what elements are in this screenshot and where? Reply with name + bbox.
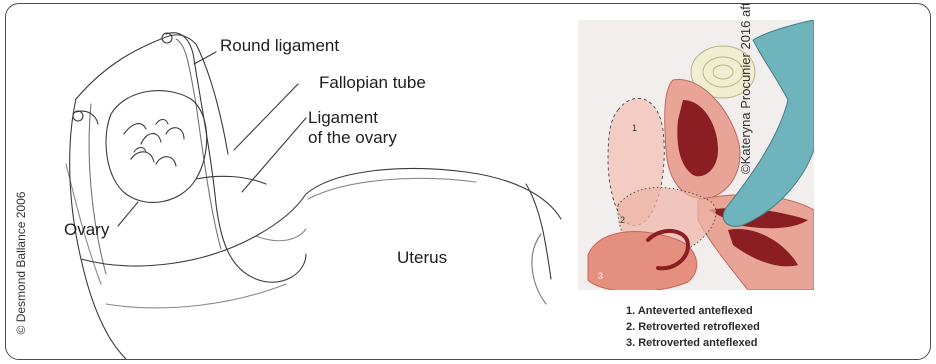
legend-item-3: 3. Retroverted anteflexed <box>626 335 760 351</box>
label-round-ligament: Round ligament <box>220 36 339 56</box>
figure-frame: Round ligament Fallopian tube Ligament o… <box>5 3 931 360</box>
label-ligament-line2: of the ovary <box>308 128 397 148</box>
label-ligament-line1: Ligament <box>308 108 378 128</box>
legend-item-2: 2. Retroverted retroflexed <box>626 319 760 335</box>
ovary-shape <box>106 91 207 203</box>
ligament-of-ovary <box>196 176 266 184</box>
legend: 1. Anteverted anteflexed 2. Retroverted … <box>626 303 760 351</box>
uterus-outline <box>306 168 561 219</box>
leader-fallopian-tube <box>234 84 298 150</box>
credit-left: © Desmond Ballance 2006 <box>14 178 28 348</box>
label-fallopian-tube: Fallopian tube <box>319 73 426 93</box>
label-ovary: Ovary <box>64 220 109 240</box>
leader-ovary <box>118 202 138 226</box>
legend-item-1: 1. Anteverted anteflexed <box>626 303 760 319</box>
fallopian-tube <box>166 33 306 282</box>
anatomy-sketch <box>6 4 576 359</box>
position-number-1: 1 <box>632 118 637 138</box>
label-uterus: Uterus <box>397 248 447 268</box>
position-number-2: 2 <box>620 210 625 230</box>
leader-ligament-ovary <box>242 118 306 192</box>
position-number-3: 3 <box>598 266 603 286</box>
credit-right: ©Kateryna Procunier 2016 after Marina Ch… <box>738 3 753 174</box>
leader-round-ligament <box>194 52 216 64</box>
uterus-position-illustration <box>578 20 814 290</box>
